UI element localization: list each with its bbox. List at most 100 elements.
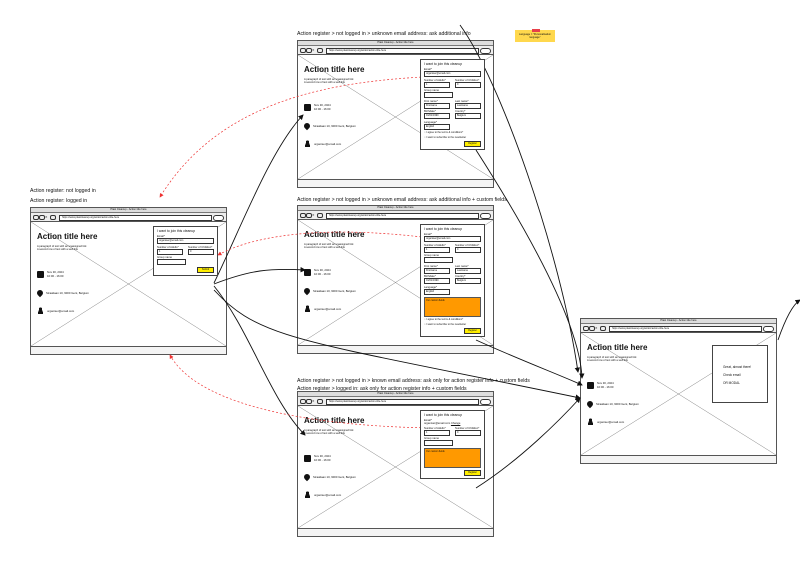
forward-icon[interactable] <box>589 326 595 331</box>
back-icon[interactable] <box>33 215 39 220</box>
adults-input[interactable]: 1 <box>424 246 450 253</box>
organiser-info: organiser@email.com <box>304 140 341 147</box>
children-label: Number of Children* <box>188 245 213 249</box>
terms-checkbox[interactable]: ○ I agree to the terms & conditions* <box>424 318 464 321</box>
location-pin-icon <box>302 472 312 482</box>
form-title: I want to join this cleanup <box>157 229 196 233</box>
group-name-input[interactable] <box>157 259 186 265</box>
action-title: Action title here <box>304 65 365 74</box>
home-icon[interactable] <box>50 215 56 220</box>
url-bar[interactable]: https://www.plastcleanup.org/action/acti… <box>326 47 479 54</box>
address: Straatlaan 10, 9000 Gent, Belgium <box>46 291 89 295</box>
country-input[interactable]: Belgium <box>455 113 481 119</box>
search-pill[interactable] <box>480 212 491 219</box>
sticky-note: Language = "Personalisation language" <box>515 29 555 42</box>
browser-footer <box>31 346 226 354</box>
submit-button[interactable]: Submit <box>197 267 214 273</box>
newsletter-label: I want to subscribe to the newsletter <box>426 135 467 139</box>
newsletter-checkbox[interactable]: ○ I want to subscribe to the newsletter <box>424 135 467 139</box>
search-pill[interactable] <box>213 214 224 221</box>
newsletter-checkbox[interactable]: ○ I want to subscribe to the newsletter <box>424 322 467 326</box>
calendar-icon <box>304 268 311 276</box>
change-email-link[interactable]: Change <box>450 422 461 425</box>
language-label: Language* <box>424 285 438 289</box>
children-input[interactable]: 0 <box>455 246 481 253</box>
date: Nov 30, 2024 <box>314 454 331 458</box>
adults-input[interactable]: 1 <box>424 429 450 436</box>
language-input[interactable]: English <box>424 123 450 130</box>
search-pill[interactable] <box>480 47 491 54</box>
organiser-email[interactable]: organiser@email.com <box>47 308 75 313</box>
children-input[interactable]: 0 <box>455 81 481 88</box>
time: 10:00 - 16:00 <box>314 107 331 111</box>
location-info: Straatlaan 10, 9000 Gent, Belgium <box>302 472 356 482</box>
first-name-label: First name* <box>424 264 438 268</box>
browser-footer <box>298 345 493 353</box>
url-bar[interactable]: https://www.plastcleanup.org/action/acti… <box>609 325 762 332</box>
organiser-email[interactable]: organiser@email.com <box>314 141 342 146</box>
terms-checkbox[interactable]: ○ I agree to the terms & conditions* <box>424 131 464 134</box>
address: Straatlaan 10, 9000 Gent, Belgium <box>313 124 356 128</box>
language-input[interactable]: English <box>424 288 450 295</box>
first-name-input[interactable]: Firstname <box>424 267 450 274</box>
calendar-icon <box>304 454 311 462</box>
time: 10:00 - 16:00 <box>314 272 331 276</box>
close-icon[interactable]: ✕ <box>45 215 48 219</box>
url-bar[interactable]: https://www.plastcleanup.org/action/acti… <box>326 398 479 405</box>
search-pill[interactable] <box>480 398 491 405</box>
country-input[interactable]: Belgium <box>455 278 481 284</box>
modal-line: OR MODAL <box>723 381 741 385</box>
calendar-icon <box>304 103 311 111</box>
home-icon[interactable] <box>317 48 323 53</box>
group-name-input[interactable] <box>424 257 453 263</box>
email-input[interactable]: organiser@email.com <box>157 238 214 244</box>
group-name-input[interactable] <box>424 440 453 446</box>
address: Straatlaan 10, 9000 Gent, Belgium <box>313 475 356 479</box>
group-name-label: Group name <box>157 256 172 259</box>
url-bar[interactable]: https://www.plastcleanup.org/action/acti… <box>59 214 212 221</box>
back-icon[interactable] <box>300 48 306 53</box>
register-button[interactable]: Register <box>464 327 481 334</box>
organiser-email[interactable]: organiser@email.com <box>314 492 342 497</box>
scenario-label: Action register: logged in <box>30 198 88 204</box>
date: Nov 30, 2024 <box>597 381 614 385</box>
paragraph: A second row of text with a web link <box>304 81 345 85</box>
url-bar[interactable]: https://www.plastcleanup.org/action/acti… <box>326 212 479 219</box>
birthdate-input[interactable]: 01/01/1990 <box>424 278 450 284</box>
register-button[interactable]: Register <box>464 140 481 147</box>
action-title: Action title here <box>37 232 98 241</box>
home-icon[interactable] <box>600 326 606 331</box>
children-input[interactable]: 0 <box>455 429 481 436</box>
forward-icon[interactable] <box>306 48 312 53</box>
close-icon[interactable]: ✕ <box>312 213 315 217</box>
terms-label: I agree to the terms & conditions* <box>426 318 464 321</box>
wireframe-2: Plast Cleanup - Action title here ✕ http… <box>297 40 494 188</box>
calendar-icon <box>37 270 44 278</box>
home-icon[interactable] <box>317 399 323 404</box>
close-icon[interactable]: ✕ <box>595 326 598 330</box>
close-icon[interactable]: ✕ <box>312 48 315 52</box>
paragraph: A second row of text with a web link <box>304 246 345 250</box>
home-icon[interactable] <box>317 213 323 218</box>
close-icon[interactable]: ✕ <box>312 399 315 403</box>
adults-input[interactable]: 1 <box>424 81 450 88</box>
forward-icon[interactable] <box>39 215 45 220</box>
search-pill[interactable] <box>763 325 774 332</box>
address: Straatlaan 10, 9000 Gent, Belgium <box>596 402 639 406</box>
action-title: Action title here <box>587 343 648 352</box>
organiser-email[interactable]: organiser@email.com <box>314 306 342 311</box>
forward-icon[interactable] <box>306 213 312 218</box>
description: A paragraph of text with an unassigned l… <box>304 78 353 85</box>
register-button[interactable]: Register <box>464 470 481 476</box>
back-icon[interactable] <box>583 326 589 331</box>
organiser-email[interactable]: organiser@email.com <box>597 419 625 424</box>
date: Nov 30, 2024 <box>314 268 331 272</box>
birthdate-input[interactable]: 01/01/1990 <box>424 113 450 119</box>
children-input[interactable]: 0 <box>188 248 214 255</box>
form-title: I want to join this cleanup <box>424 227 463 231</box>
adults-input[interactable]: 1 <box>157 248 183 255</box>
